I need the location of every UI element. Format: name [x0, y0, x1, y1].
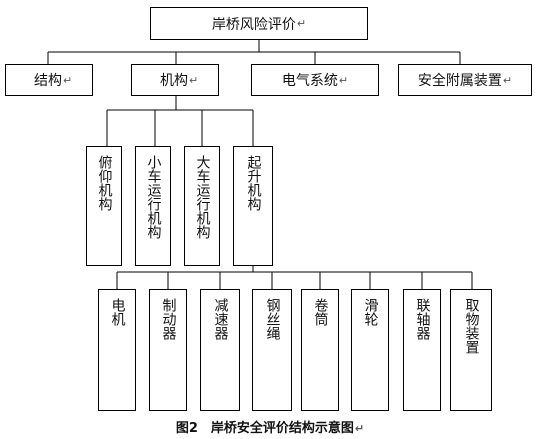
- root-label: 岸桥风险评价: [211, 16, 296, 33]
- node-label: 钢丝绳: [264, 298, 281, 340]
- node-label: 电气系统: [281, 73, 338, 89]
- node-label: 起升机构: [245, 155, 262, 211]
- node-drum: 卷筒: [301, 289, 339, 411]
- node-trolley-travel-mechanism: 小车运行机构: [135, 146, 171, 266]
- node-structure: 结构↵: [5, 64, 93, 96]
- node-reducer: 减速器: [200, 289, 240, 411]
- node-label: 电机: [109, 298, 126, 326]
- node-hoisting-mechanism: 起升机构: [233, 146, 273, 266]
- node-coupling: 联轴器: [403, 289, 441, 411]
- node-label: 结构: [34, 73, 62, 89]
- paragraph-mark: ↵: [63, 73, 73, 87]
- node-mechanism: 机构↵: [131, 64, 219, 96]
- node-label: 卷筒: [312, 298, 329, 326]
- node-luffing-mechanism: 俯仰机构: [86, 146, 122, 266]
- paragraph-mark: ↵: [354, 422, 365, 435]
- node-gantry-travel-mechanism: 大车运行机构: [184, 146, 220, 266]
- node-electrical-system: 电气系统↵: [251, 64, 379, 96]
- node-safety-accessories: 安全附属装置↵: [398, 64, 532, 96]
- node-motor: 电机: [98, 289, 136, 411]
- paragraph-mark: ↵: [296, 17, 307, 30]
- root-node: 岸桥风险评价↵: [150, 7, 368, 40]
- node-label: 联轴器: [414, 298, 431, 340]
- node-label: 滑轮: [362, 298, 379, 326]
- node-label: 小车运行机构: [145, 155, 162, 239]
- caption-text: 图2 岸桥安全评价结构示意图: [175, 421, 354, 436]
- node-pulley: 滑轮: [351, 289, 389, 411]
- figure-caption: 图2 岸桥安全评价结构示意图↵: [0, 417, 540, 436]
- node-brake: 制动器: [149, 289, 187, 411]
- paragraph-mark: ↵: [338, 73, 349, 87]
- node-label: 减速器: [212, 298, 229, 340]
- paragraph-mark: ↵: [502, 73, 513, 87]
- node-load-handling-device: 取物装置: [450, 289, 492, 411]
- paragraph-mark: ↵: [189, 73, 199, 87]
- node-label: 机构: [160, 73, 188, 89]
- node-label: 制动器: [160, 298, 177, 340]
- node-label: 取物装置: [463, 298, 480, 354]
- node-label: 安全附属装置: [417, 73, 502, 89]
- node-wire-rope: 钢丝绳: [252, 289, 292, 411]
- node-label: 俯仰机构: [96, 155, 113, 211]
- node-label: 大车运行机构: [194, 155, 211, 239]
